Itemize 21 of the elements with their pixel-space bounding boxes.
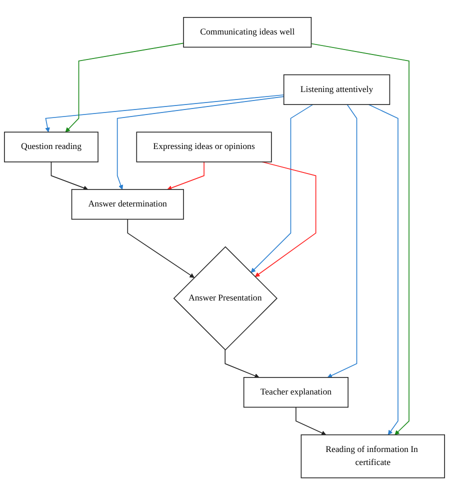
arrow [250,104,314,274]
node-box: Teacher explanation [243,377,348,408]
node-box: Answer determination [71,189,184,220]
node-box: Reading of information In certificate [300,434,445,479]
arrow [310,44,410,436]
arrow [45,94,284,133]
node-box: Question reading [4,132,98,163]
node-box: Communicating ideas well [183,17,312,48]
arrow [127,219,194,278]
arrow [224,350,260,378]
arrow [65,43,184,133]
arrow [327,104,358,378]
arrow [254,162,316,278]
arrow [167,162,204,191]
arrow [296,407,326,436]
node-diamond: Answer Presentation [173,246,278,351]
arrow [116,96,284,190]
arrow [50,162,88,191]
node-box: Expressing ideas or opinions [136,132,272,163]
arrow [368,104,398,436]
node-box: Listening attentively [283,74,390,106]
